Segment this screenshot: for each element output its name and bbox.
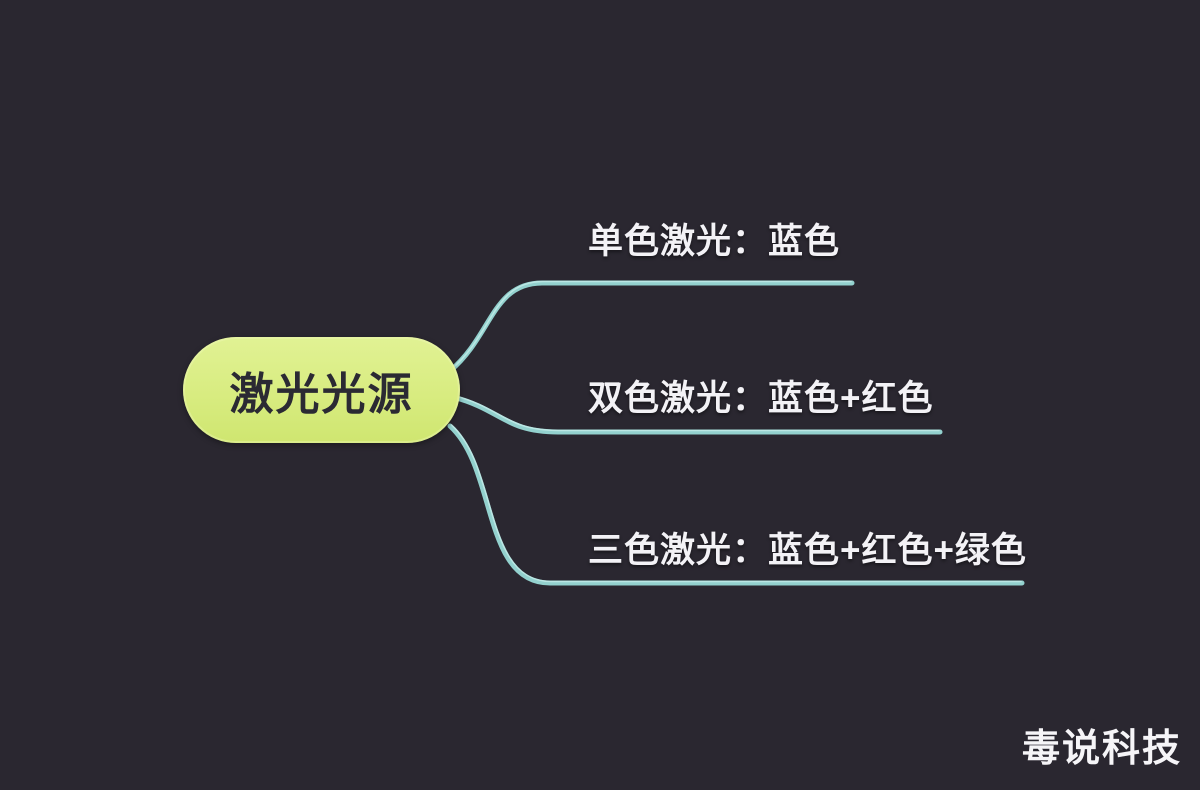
branch-label-dualcolor: 双色激光：蓝色+红色 (588, 379, 934, 418)
root-node-label: 激光光源 (229, 370, 414, 419)
edge-branch-dualcolor (450, 394, 943, 435)
edge-branch-monochrome (447, 280, 855, 374)
root-node: 激光光源 (183, 337, 460, 443)
edge-branch-dualcolor-highlight (453, 394, 940, 432)
watermark: 毒说科技 (1021, 728, 1182, 770)
branch-label-monochrome: 单色激光：蓝色 (588, 222, 841, 261)
edge-branch-monochrome-highlight (450, 280, 852, 371)
edge-branch-tricolor-highlight (450, 424, 1022, 583)
edge-branch-tricolor (447, 423, 1025, 586)
branch-label-tricolor: 三色激光：蓝色+红色+绿色 (588, 531, 1027, 570)
